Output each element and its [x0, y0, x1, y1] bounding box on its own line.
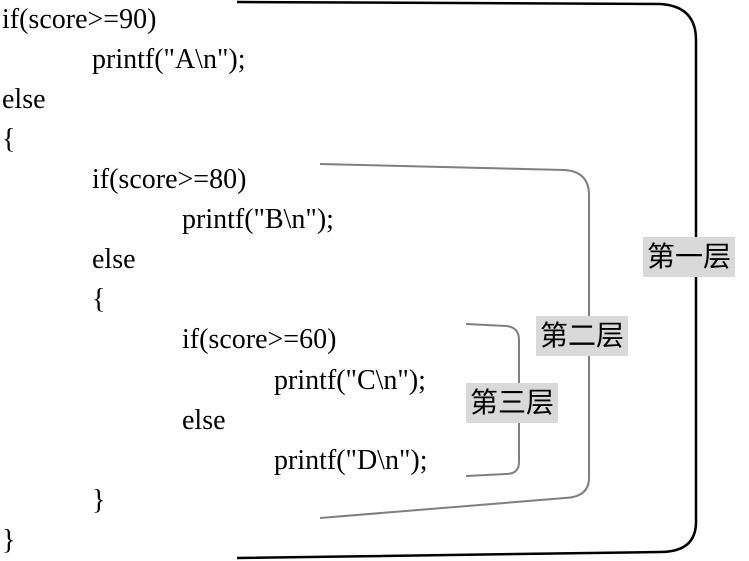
code-line-printf-c: printf("C\n");: [274, 365, 426, 396]
code-line-printf-a: printf("A\n");: [92, 44, 246, 75]
code-line-close-brace-1: }: [2, 525, 16, 556]
code-line-else-2: else: [92, 244, 136, 275]
code-line-open-brace-1: {: [2, 124, 16, 155]
outer-bracket: [236, 0, 698, 560]
code-line-if-90: if(score>=90): [2, 4, 157, 35]
code-line-open-brace-2: {: [92, 284, 106, 315]
code-line-else-1: else: [2, 84, 46, 115]
label-level-2: 第二层: [536, 316, 629, 356]
code-line-printf-d: printf("D\n");: [274, 445, 428, 476]
code-line-printf-b: printf("B\n");: [182, 204, 334, 235]
code-line-close-brace-2: }: [92, 485, 106, 516]
label-level-3: 第三层: [466, 383, 559, 423]
label-level-1: 第一层: [643, 237, 736, 277]
code-line-if-60: if(score>=60): [182, 324, 337, 355]
code-line-if-80: if(score>=80): [92, 164, 247, 195]
code-line-else-3: else: [182, 405, 226, 436]
